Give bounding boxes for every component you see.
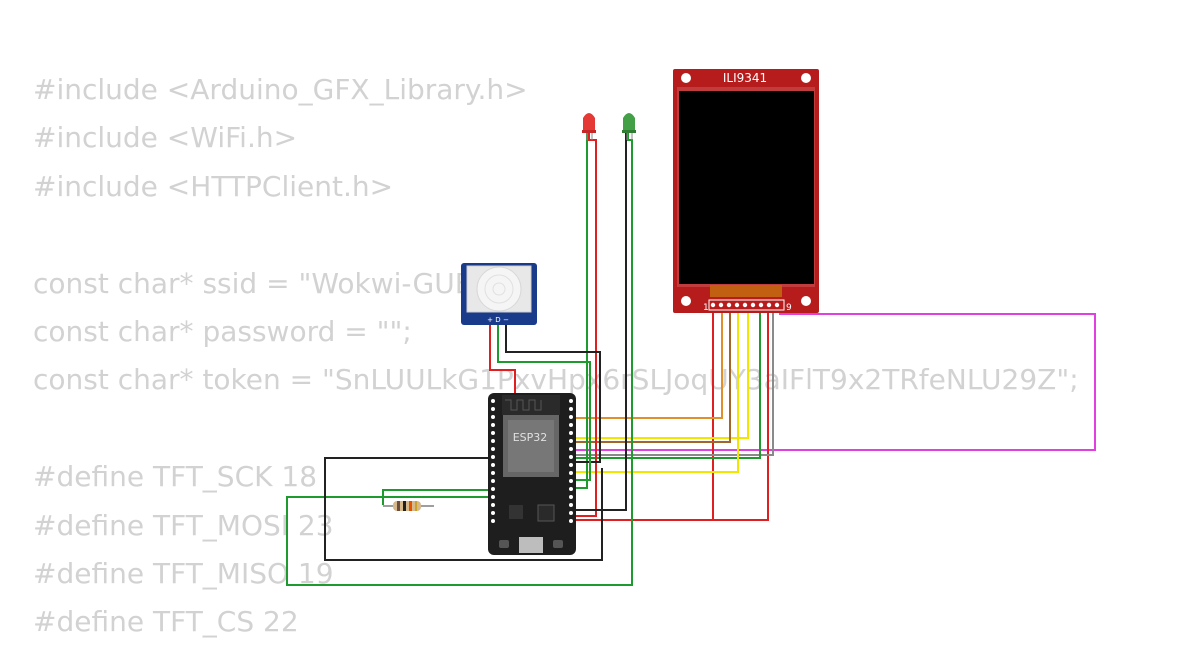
wire-red-tft-vcc[interactable] [575,310,769,521]
wire-green-res[interactable] [382,489,490,505]
wire-green-tft[interactable] [575,310,761,459]
wires [286,132,1096,586]
code-line: #define TFT_SCK 18 [33,460,318,494]
tft-label: ILI9341 [723,71,767,85]
led-green[interactable] [622,113,636,140]
wire-magenta[interactable] [575,310,1096,451]
resistor[interactable] [383,501,434,511]
code-line: #include <HTTPClient.h> [33,169,394,203]
wire-black-gnd[interactable] [324,457,603,561]
esp32-pins-right [569,399,573,523]
tft-pin-last-label: 9 [786,303,792,313]
wire-green-led-2[interactable] [286,132,633,586]
pir-pin-minus: − [503,316,509,324]
code-line: #define TFT_MOSI 23 [33,508,334,542]
esp32-pins-left [491,399,495,523]
code-line: const char* ssid = "Wokwi-GUEST"; [33,266,530,300]
wire-yellow-tft-2[interactable] [575,310,739,473]
wire-green-led-1[interactable] [575,132,588,489]
code-line: #include <WiFi.h> [33,121,298,155]
led-red[interactable] [582,113,596,140]
wire-red-led[interactable] [575,132,597,517]
code-line: #include <Arduino_GFX_Library.h> [33,73,528,106]
esp32-label: ESP32 [513,431,548,444]
wire-brown-tft[interactable] [575,310,731,443]
pir-pin-plus: + [487,316,493,324]
wire-black-pir[interactable] [505,322,601,463]
tft-display[interactable]: ILI9341 1 9 [673,69,819,313]
pir-sensor[interactable]: + D − [461,263,537,325]
wire-gray-tft[interactable] [575,310,774,456]
esp32-board[interactable]: ESP32 [488,393,576,555]
code-background: #include <Arduino_GFX_Library.h> #include… [33,66,1079,647]
circuit-diagram: ILI9341 1 9 + D − E [286,69,1096,586]
code-line: const char* token = "SnLUULkG1PxvHpx6rSL… [33,363,1079,397]
tft-pin-first-label: 1 [703,303,709,313]
wire-green-pir[interactable] [497,322,591,481]
tft-pins [710,302,780,308]
code-line: const char* password = ""; [33,314,412,348]
pir-pin-d: D [495,316,500,324]
wire-orange-tft[interactable] [575,310,723,419]
wire-black-led[interactable] [575,132,627,511]
code-line: #define TFT_MISO 19 [33,556,334,590]
wire-red-pir[interactable] [489,322,516,395]
tft-screen [679,91,814,284]
